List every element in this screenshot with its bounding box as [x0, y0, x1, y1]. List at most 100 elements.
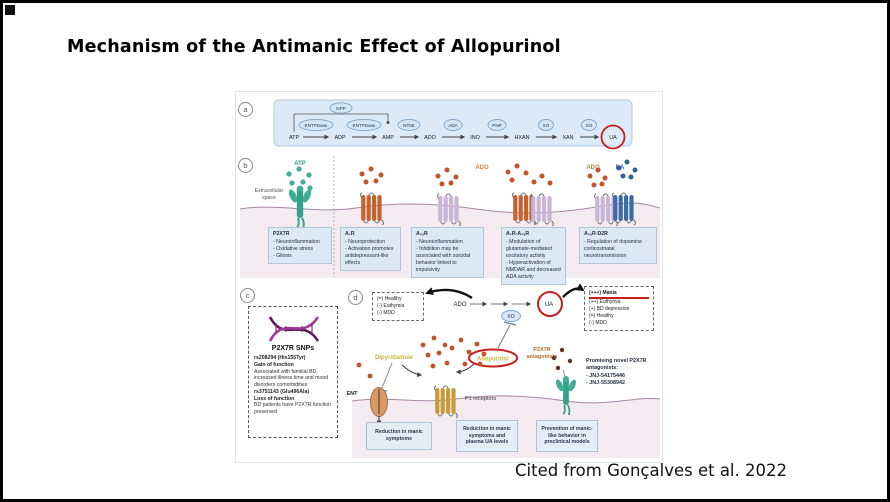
snp1-desc: Associated with familial BD, increased i… [254, 368, 329, 389]
snps-box-title: P2X7R SNPs [271, 345, 315, 352]
info-box-body: - Neuroinflammation - Oxidative stress -… [273, 239, 320, 260]
enzyme-pnp: PNP [492, 123, 501, 128]
adenosine-dots-b [359, 163, 608, 188]
ado-accumulation-arrow [401, 364, 423, 378]
dna-icon [268, 316, 320, 342]
outcome-box-2: Reduction in manic symptoms and plasma U… [456, 420, 518, 452]
dopamine-dots [616, 159, 638, 180]
info-box-body: - Neuroinflammation - Inhibition may be … [416, 239, 471, 274]
ua-level-line: (+) BD depression [589, 306, 630, 312]
npp-branch-dot [386, 121, 390, 124]
ado-label-d: ADO [453, 302, 466, 308]
snp2-id: rs3751143 (Glu496Ala) [254, 388, 310, 395]
ua-level-mania: (+++) Mania [589, 290, 649, 299]
enzyme-xo2: XO [586, 123, 593, 128]
panel-b-label: b [238, 158, 253, 173]
ua-level-line: (=) Healthy [589, 313, 614, 319]
atp-label: ATP [294, 161, 306, 167]
substrate-ino: INO [470, 135, 480, 141]
info-box-body: - Neuroprotection - Activation promotes … [345, 239, 394, 267]
enzyme-xo1: XO [543, 123, 550, 128]
enzyme-npp: NPP [336, 106, 345, 111]
ua-highlight-circle-d [537, 291, 563, 317]
ado-level-line: (-) Euthymia [377, 303, 405, 309]
enzyme-xo1-oval [538, 119, 554, 131]
promising-title: Promising novel P2X7R antagonists: [586, 358, 647, 372]
p2x7r-antagonists-label-1: P2X7R [533, 347, 550, 353]
enzyme-entpdase2-oval [346, 119, 382, 131]
slide-corner-mark [5, 5, 15, 15]
panel-d-label: d [348, 290, 363, 305]
promising-item: - JNJ-55308942 [586, 379, 625, 386]
substrate-xan: XAN [562, 135, 573, 141]
allopurinol-inhibit-bar [503, 321, 517, 326]
panel-c-label: c [240, 288, 255, 303]
atp-dots [286, 166, 313, 191]
arrow-ua-to-levels [562, 283, 585, 298]
enzyme-entpdase2: ENTPDase [353, 123, 376, 128]
enzyme-entpdase1-oval [298, 119, 334, 131]
allopurinol-highlight-ellipse [468, 348, 518, 368]
allopurinol-to-ado-arrow [455, 363, 475, 375]
ado-label-2: ADO [586, 165, 600, 171]
info-box-a1r: A₁R - Neuroprotection - Activation promo… [340, 227, 401, 272]
enzyme-pnp-oval [487, 119, 507, 131]
substrate-ua: UA [609, 135, 617, 141]
info-box-title: A₁R [345, 231, 355, 237]
allopurinol-inhibit-line [497, 324, 511, 349]
panel-a-label: a [238, 102, 253, 117]
promising-item: - JNJ-54175446 [586, 372, 625, 379]
ua-levels-box: (+++) Mania (++) Euthymia (+) BD depress… [584, 286, 654, 331]
ado-label-1: ADO [475, 165, 489, 171]
panel-a-pathway: NPP ENTPDase ENTPDase NT5E ADA PNP XO XO… [273, 99, 633, 150]
enzyme-nt5e: NT5E [403, 123, 415, 128]
enzyme-entpdase1: ENTPDase [305, 123, 328, 128]
xo-oval-d [501, 310, 521, 322]
substrate-adp: ADP [334, 135, 345, 141]
xo-label-d: XO [507, 314, 514, 320]
info-box-p2x7r: P2X7R - Neuroinflammation - Oxidative st… [268, 227, 332, 265]
substrate-atp: ATP [289, 135, 299, 141]
allopurinol-label: Allopurinol [477, 357, 509, 363]
adenosine-dots-d [356, 335, 487, 379]
figure-purinergic-diagram: a b c d [235, 91, 663, 463]
snp2-effect: Loss of function [254, 395, 295, 402]
citation-text: Cited from Gonçalves et al. 2022 [515, 461, 787, 480]
p2x7r-antagonists-label-2: antagonists [527, 354, 558, 360]
p1-receptors-label: P1 receptors [465, 396, 496, 402]
outcome-box-3: Prevention of manic-like behavior in pre… [536, 420, 598, 452]
ua-level-line: (-) MDD [589, 320, 607, 326]
ua-highlight-circle [600, 124, 626, 150]
info-box-body: - Regulation of dopamine corticostriatal… [584, 239, 642, 260]
antagonist-dots [551, 347, 573, 371]
substrate-hxan: HXAN [515, 135, 530, 141]
page-title: Mechanism of the Antimanic Effect of All… [67, 37, 561, 57]
info-box-title: P2X7R [273, 231, 290, 237]
ua-level-line: (++) Euthymia [589, 299, 621, 305]
arrow-ado-to-levels [425, 287, 473, 300]
enzyme-ada: ADA [448, 123, 458, 128]
info-box-a1r-a2ar: A₁R-A₂ₐR - Modulation of glutamate-media… [501, 227, 566, 286]
substrate-amp: AMP [382, 135, 394, 141]
enzyme-nt5e-oval [397, 119, 421, 131]
info-box-title: A₂ₐR [416, 231, 428, 237]
enzyme-npp-oval [329, 102, 353, 114]
enzyme-ada-oval [443, 119, 463, 131]
info-box-a2ar: A₂ₐR - Neuroinflammation - Inhibition ma… [411, 227, 484, 279]
substrate-ado: ADO [424, 135, 436, 141]
cell-membrane-d [351, 395, 661, 404]
outcome-box-1: Reduction in manic symptoms [366, 422, 432, 450]
info-box-a2ar-d2r: A₂ₐR-D2R - Regulation of dopamine cortic… [579, 227, 657, 265]
ado-level-line: (-) MDD [377, 310, 395, 316]
p2x7r-snps-box: P2X7R SNPs rs208294 (His155Tyr) Gain of … [248, 306, 338, 438]
extracellular-space-label: Extracellular space [254, 188, 284, 201]
snp1-id: rs208294 (His155Tyr) [254, 355, 306, 361]
dipyridamole-label: Dipyridamole [375, 355, 414, 361]
info-box-body: - Modulation of glutamate-mediated excit… [506, 239, 561, 281]
p2x7r-receptor-d [555, 376, 577, 416]
promising-antagonists-block: Promising novel P2X7R antagonists: - JNJ… [586, 358, 660, 387]
dipyridamole-inhibit-line [381, 362, 393, 389]
ua-label-d: UA [545, 302, 553, 308]
ado-level-line: (=) Healthy [377, 296, 402, 302]
